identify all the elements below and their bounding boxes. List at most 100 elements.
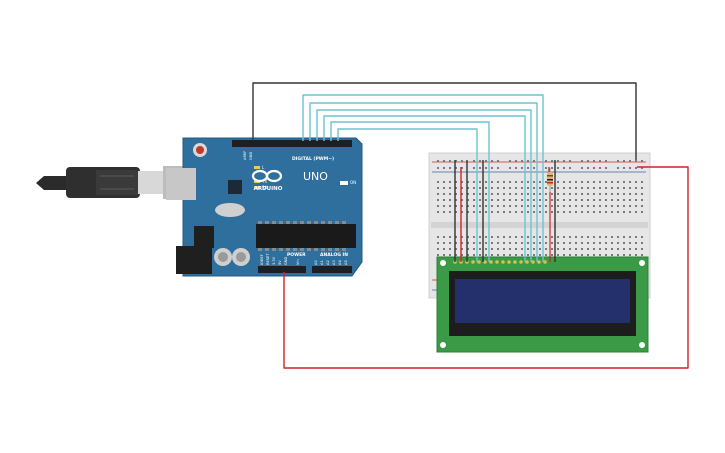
- arduino-brand-label: ARDUINO: [254, 186, 283, 192]
- resistor[interactable]: [547, 168, 553, 192]
- data-wire-d5[interactable]: [316, 109, 532, 262]
- usb-cable[interactable]: [36, 166, 185, 199]
- breadboard-hole: [611, 181, 613, 183]
- arduino-uno-board[interactable]: ARDUINO UNO DIGITAL (PWM~) POWER ANALOG …: [166, 137, 363, 277]
- breadboard-hole: [461, 160, 463, 162]
- breadboard-hole: [503, 248, 505, 250]
- breadboard-hole: [545, 160, 547, 162]
- data-wire-d2[interactable]: [337, 128, 478, 262]
- breadboard-hole: [455, 211, 457, 213]
- breadboard-hole: [569, 211, 571, 213]
- breadboard-hole: [641, 193, 643, 195]
- breadboard-hole: [575, 211, 577, 213]
- breadboard-hole: [485, 236, 487, 238]
- breadboard-hole: [641, 254, 643, 256]
- breadboard-hole: [527, 193, 529, 195]
- data-wire-d3[interactable]: [330, 121, 490, 262]
- breadboard-hole: [443, 167, 445, 169]
- breadboard-hole: [611, 236, 613, 238]
- data-wire-d4[interactable]: [323, 115, 526, 262]
- breadboard-hole: [587, 248, 589, 250]
- breadboard-hole: [479, 248, 481, 250]
- breadboard-hole: [497, 211, 499, 213]
- crystal: [215, 203, 245, 217]
- breadboard-hole: [539, 205, 541, 207]
- breadboard-hole: [539, 193, 541, 195]
- breadboard-hole: [509, 242, 511, 244]
- breadboard-hole: [473, 242, 475, 244]
- breadboard-hole: [617, 181, 619, 183]
- breadboard-hole: [623, 167, 625, 169]
- breadboard-hole: [599, 248, 601, 250]
- breadboard-hole: [629, 211, 631, 213]
- breadboard-hole: [623, 211, 625, 213]
- breadboard-hole: [545, 248, 547, 250]
- breadboard-hole: [503, 236, 505, 238]
- breadboard-hole: [623, 248, 625, 250]
- lcd-16x2-display[interactable]: [436, 256, 649, 353]
- breadboard-hole: [551, 167, 553, 169]
- breadboard-hole: [491, 242, 493, 244]
- analog-header[interactable]: [312, 266, 352, 273]
- breadboard-hole: [593, 205, 595, 207]
- breadboard-hole: [551, 236, 553, 238]
- a1-pin-label: A1: [320, 260, 324, 265]
- breadboard-hole: [461, 199, 463, 201]
- power-jack: [176, 246, 212, 274]
- breadboard-hole: [617, 187, 619, 189]
- breadboard-hole: [629, 199, 631, 201]
- breadboard-hole: [485, 187, 487, 189]
- breadboard-hole: [623, 160, 625, 162]
- breadboard-hole: [563, 242, 565, 244]
- breadboard-hole: [617, 211, 619, 213]
- breadboard-hole: [587, 181, 589, 183]
- breadboard-hole: [527, 160, 529, 162]
- breadboard-hole: [581, 199, 583, 201]
- breadboard-hole: [443, 211, 445, 213]
- breadboard-hole: [533, 193, 535, 195]
- breadboard-hole: [563, 181, 565, 183]
- breadboard-hole: [629, 242, 631, 244]
- gnd-wire[interactable]: [252, 82, 637, 160]
- breadboard-hole: [545, 211, 547, 213]
- breadboard-hole: [557, 248, 559, 250]
- breadboard-hole: [515, 167, 517, 169]
- data-wire-d11[interactable]: [309, 102, 538, 262]
- breadboard-hole: [509, 187, 511, 189]
- breadboard-hole: [449, 160, 451, 162]
- breadboard-hole: [479, 236, 481, 238]
- breadboard-hole: [563, 211, 565, 213]
- breadboard-hole: [575, 193, 577, 195]
- power-header[interactable]: [258, 266, 306, 273]
- breadboard-hole: [491, 199, 493, 201]
- breadboard-hole: [599, 211, 601, 213]
- breadboard-hole: [539, 242, 541, 244]
- breadboard-hole: [443, 193, 445, 195]
- breadboard-hole: [557, 187, 559, 189]
- breadboard-hole: [593, 199, 595, 201]
- breadboard-hole: [527, 187, 529, 189]
- digital-header[interactable]: [232, 140, 352, 147]
- lcd-pin: [507, 260, 511, 264]
- breadboard-hole: [533, 167, 535, 169]
- gnd-pin-label: GND: [249, 152, 253, 160]
- power-wire[interactable]: [283, 166, 689, 369]
- breadboard-hole: [437, 167, 439, 169]
- breadboard-hole: [581, 187, 583, 189]
- breadboard-hole: [569, 248, 571, 250]
- breadboard-hole: [605, 187, 607, 189]
- breadboard-hole: [623, 242, 625, 244]
- breadboard-hole: [623, 254, 625, 256]
- breadboard-hole: [461, 181, 463, 183]
- breadboard-hole: [437, 199, 439, 201]
- breadboard-hole: [497, 254, 499, 256]
- breadboard-hole: [461, 187, 463, 189]
- breadboard-hole: [437, 160, 439, 162]
- breadboard-hole: [485, 160, 487, 162]
- data-wire-d12[interactable]: [302, 94, 544, 262]
- breadboard-hole: [593, 160, 595, 162]
- breadboard-hole: [479, 254, 481, 256]
- breadboard-hole: [611, 187, 613, 189]
- breadboard-hole: [629, 160, 631, 162]
- breadboard-hole: [635, 160, 637, 162]
